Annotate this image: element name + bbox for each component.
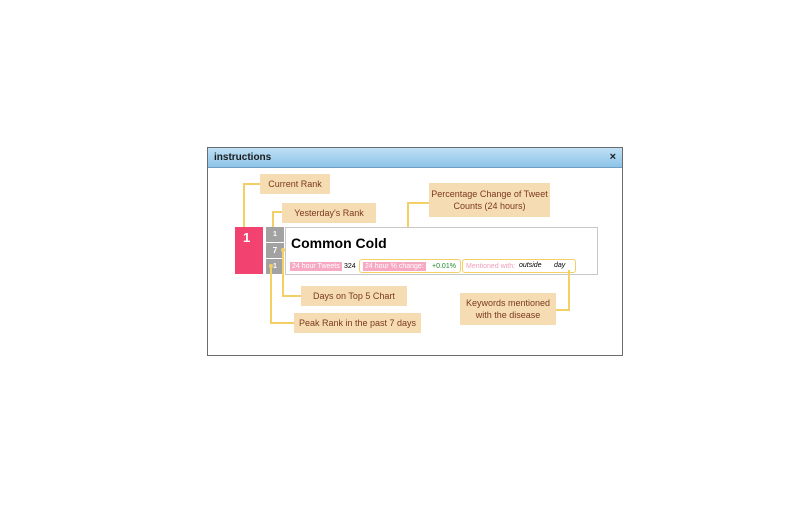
callout-yesterday-rank: Yesterday's Rank (282, 203, 376, 223)
callout-percentage-change: Percentage Change of Tweet Counts (24 ho… (429, 183, 550, 217)
keyword-item: outside (519, 262, 542, 269)
keywords-highlight: Mentioned with: outside day (462, 259, 576, 273)
peak-rank-value: 1 (273, 263, 277, 270)
change-label: 24 hour % change: (363, 262, 426, 271)
connector-line (556, 309, 570, 311)
days-on-chart-value: 7 (272, 246, 278, 255)
connector-line (282, 295, 301, 297)
close-icon[interactable]: × (609, 151, 616, 163)
disease-name: Common Cold (291, 235, 387, 251)
connector-line (568, 270, 570, 311)
current-rank-value: 1 (243, 230, 251, 245)
connector-dot (281, 248, 285, 252)
instructions-dialog: instructions × Current Rank Yesterday's … (207, 147, 623, 356)
connector-line (272, 211, 274, 233)
callout-peak-rank: Peak Rank in the past 7 days (294, 313, 421, 333)
tweets-value: 324 (344, 263, 356, 270)
connector-line (272, 211, 282, 213)
connector-line (282, 250, 284, 296)
callout-keywords: Keywords mentioned with the disease (460, 293, 556, 325)
connector-line (270, 322, 294, 324)
pct-change-highlight: 24 hour % change: +0.01% (359, 259, 461, 273)
connector-dot (269, 264, 273, 268)
keyword-item: day (554, 262, 566, 269)
connector-line (407, 202, 429, 204)
callout-current-rank: Current Rank (260, 174, 330, 194)
tweets-label: 24 hour Tweets (290, 262, 342, 271)
connector-line (243, 183, 245, 247)
dialog-titlebar: instructions × (208, 148, 622, 168)
dialog-title: instructions (214, 152, 272, 163)
yesterday-rank-value: 1 (273, 231, 277, 238)
current-rank-block: 1 (235, 227, 263, 274)
change-value: +0.01% (432, 263, 456, 270)
connector-line (270, 266, 272, 323)
yesterday-rank-box: 1 (266, 227, 284, 242)
days-on-chart-box: 7 (266, 243, 284, 258)
mentioned-label: Mentioned with: (466, 263, 516, 270)
callout-days-on-top5: Days on Top 5 Chart (301, 286, 407, 306)
connector-line (243, 183, 260, 185)
disease-card[interactable]: Common Cold 24 hour Tweets 324 24 hour %… (285, 227, 598, 275)
